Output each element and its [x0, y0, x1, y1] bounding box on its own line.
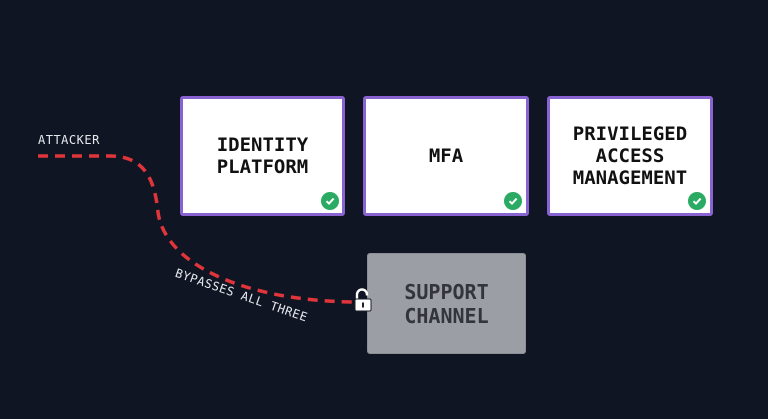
- check-circle-icon: [504, 192, 522, 210]
- control-box-privileged-access-management: PRIVILEGED ACCESS MANAGEMENT: [547, 96, 713, 216]
- check-circle-icon: [688, 192, 706, 210]
- support-channel-box: SUPPORT CHANNEL: [367, 253, 526, 354]
- control-box-identity-platform: IDENTITY PLATFORM: [180, 96, 345, 216]
- attacker-label: ATTACKER: [38, 133, 100, 147]
- unlocked-padlock-icon: [354, 288, 372, 312]
- check-circle-icon: [321, 192, 339, 210]
- control-box-mfa: MFA: [363, 96, 529, 216]
